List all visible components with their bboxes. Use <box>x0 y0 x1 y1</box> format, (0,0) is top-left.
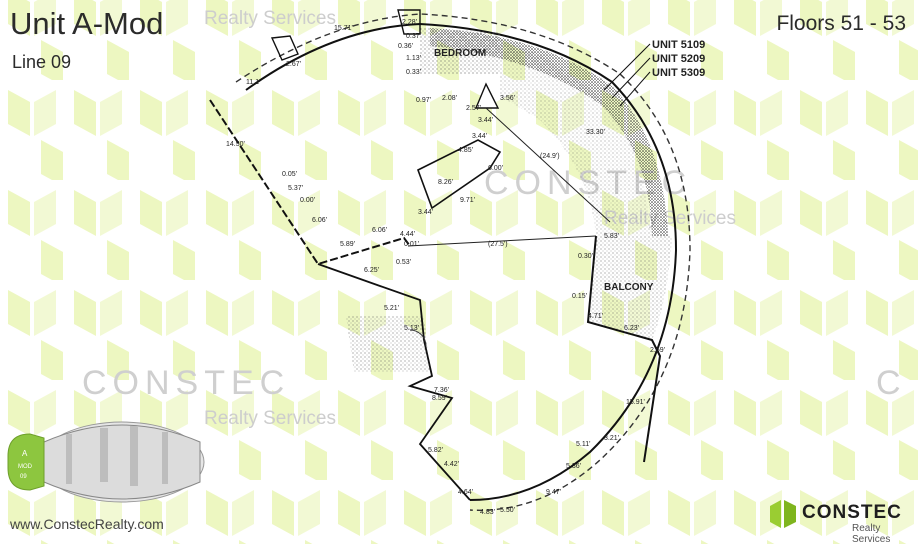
dim-label: 0.33' <box>406 69 421 76</box>
dim-label: 2.59' <box>650 347 665 354</box>
logo-wordmark: CONSTEC <box>802 502 902 523</box>
balcony-label: BALCONY <box>604 282 654 293</box>
dim-label: 5.36' <box>566 463 581 470</box>
dim-label: 4.85' <box>458 147 473 154</box>
balcony-fill <box>588 236 672 340</box>
unit-label-5209: UNIT 5209 <box>652 53 705 65</box>
line-label: Line 09 <box>12 52 71 73</box>
dim-label: 8.26' <box>438 179 453 186</box>
dim-label: 5.13' <box>404 325 419 332</box>
dim-label: 5.50' <box>500 507 515 514</box>
dim-label: 5.11' <box>576 441 590 448</box>
closet-fill <box>346 316 430 372</box>
key-plan-label-mod: MOD <box>18 464 33 470</box>
unit-label-5109: UNIT 5109 <box>652 39 705 51</box>
unit-label-5309: UNIT 5309 <box>652 67 705 79</box>
horiz-dim-line <box>407 235 597 247</box>
dim-label: 0.30' <box>578 253 593 260</box>
watermark-sub-top: Realty Services <box>204 8 336 29</box>
constec-hexagon-icon <box>770 500 796 528</box>
dim-label: 2.08' <box>442 95 457 102</box>
dim-label: 5.89' <box>340 241 355 248</box>
line-label-text: Line 09 <box>12 52 72 72</box>
dim-label: 5.83' <box>604 233 619 240</box>
dim-label: 8.59' <box>432 395 447 402</box>
website-link[interactable]: www.ConstecRealty.com <box>10 516 164 532</box>
lower-left-wall <box>317 263 471 501</box>
dim-label: 9.71' <box>460 197 475 204</box>
dim-label: 4.71' <box>588 313 603 320</box>
dim-label: 2.67' <box>286 61 301 68</box>
left-wall <box>209 99 411 266</box>
key-plan-highlight <box>7 433 45 491</box>
top-notch-2 <box>397 9 421 35</box>
dim-label: 7.36' <box>434 387 449 394</box>
entry-door <box>409 329 427 347</box>
watermark-sub-left: Realty Services <box>204 408 336 429</box>
watermark-brand-right: C <box>876 364 907 402</box>
dim-label: 1.13' <box>406 55 421 62</box>
key-plan-thumbnail: A MOD 09 <box>7 421 205 503</box>
dim-label: 4.42' <box>444 461 459 468</box>
dim-label: 33.30' <box>586 129 605 136</box>
living-stipple <box>500 40 652 236</box>
dim-label: 6.00' <box>488 165 503 172</box>
dim-label: 6.06' <box>372 227 387 234</box>
dim-label: 0.36' <box>398 43 413 50</box>
dim-label: 0.37' <box>406 33 421 40</box>
dim-label: 3.44' <box>472 133 487 140</box>
dim-label: 6.25' <box>364 267 379 274</box>
dim-label: 6.23' <box>624 325 639 332</box>
dim-label: 15.91' <box>626 399 645 406</box>
inner-wing <box>417 139 502 210</box>
floors-label: Floors 51 - 53 <box>776 12 906 35</box>
watermark-brand-left: CONSTEC <box>82 364 291 402</box>
dim-label: (27.5') <box>488 241 508 248</box>
dim-label: 0.05' <box>282 171 297 178</box>
dim-label: 5.37' <box>288 185 303 192</box>
dim-label: 0.15' <box>572 293 587 300</box>
dim-label: 3.56' <box>500 95 515 102</box>
dim-label: 5.21' <box>384 305 399 312</box>
dim-label: 0.97' <box>416 97 431 104</box>
logo-tagline: Realty Services <box>852 523 891 545</box>
dim-label: 4.83' <box>480 509 495 516</box>
right-wall <box>586 235 662 463</box>
kitchen-triangle <box>474 82 500 109</box>
dim-label: 2.57' <box>466 105 481 112</box>
page-title: Unit A-Mod <box>10 6 164 41</box>
key-plan-label-09: 09 <box>20 474 27 480</box>
dim-label: 0.00' <box>300 197 315 204</box>
dim-label: 15.71' <box>334 25 353 32</box>
constec-logo: CONSTEC Realty Services <box>768 496 914 545</box>
dim-label: 0.01' <box>404 241 419 248</box>
bedroom-fill <box>420 28 500 74</box>
top-notch <box>270 35 299 61</box>
dim-label: 5.82' <box>428 447 443 454</box>
dim-label: 0.53' <box>396 259 411 266</box>
dim-label: 4.44' <box>400 231 415 238</box>
dim-label: 6.06' <box>312 217 327 224</box>
dim-label: 14.50' <box>226 141 245 148</box>
dim-label: (24.9') <box>540 153 560 160</box>
dim-label: 3.44' <box>478 117 493 124</box>
bedroom-label: BEDROOM <box>434 48 486 59</box>
dim-label: 3.21' <box>604 435 619 442</box>
dim-label: 11.1' <box>246 79 260 86</box>
dim-label: 4.64' <box>458 489 473 496</box>
dim-label: 2.28' <box>402 19 417 26</box>
exterior-dashed-arc <box>235 13 691 511</box>
dim-label: 9.47' <box>546 489 561 496</box>
diag-dim-line <box>485 107 611 223</box>
key-plan-label-a: A <box>22 449 28 458</box>
dim-label: 3.44' <box>418 209 433 216</box>
exterior-solid-arc <box>245 22 678 501</box>
